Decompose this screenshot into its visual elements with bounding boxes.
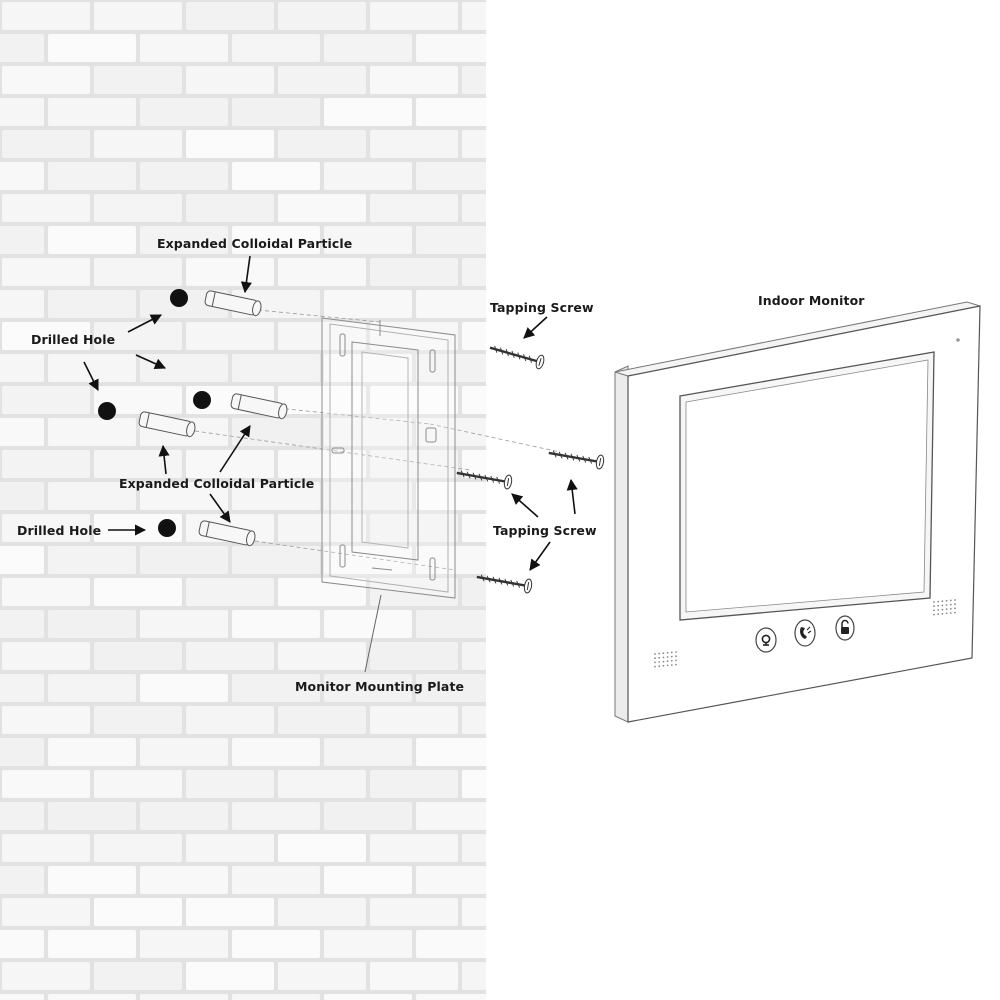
wall-anchor [204, 290, 262, 317]
tapping-screw [489, 345, 545, 370]
indoor-monitor [614, 301, 981, 723]
label-drilled-hole: Drilled Hole [31, 332, 116, 347]
drilled-holes [98, 289, 211, 537]
speaker-grille-right [933, 599, 956, 616]
wall-anchor [198, 520, 256, 547]
wall-anchor [230, 393, 288, 420]
drilled-hole [170, 289, 188, 307]
mounting-plate [321, 317, 456, 599]
tapping-screw [548, 450, 605, 470]
arrow-to-anchor-left [158, 444, 170, 475]
arrow-to-anchor-center [219, 425, 251, 473]
speaker-grille-left [654, 651, 677, 668]
tapping-screw [456, 470, 513, 490]
monitor-screen [685, 359, 929, 613]
leader-arrows [83, 255, 578, 571]
label-monitor-mounting-plate: Monitor Mounting Plate [295, 679, 465, 694]
arrow-to-hole-center [135, 354, 167, 369]
monitor-side [614, 365, 629, 723]
tapping-screws [456, 345, 605, 594]
drilled-hole [98, 402, 116, 420]
alignment-guides [187, 309, 561, 571]
monitor-view-button[interactable] [755, 627, 777, 653]
unlock-icon [841, 619, 849, 634]
drilled-hole [193, 391, 211, 409]
arrow-to-screw-top [523, 316, 548, 339]
label-drilled-hole: Drilled Hole [17, 523, 102, 538]
arrow-to-hole-top [127, 314, 162, 333]
label-expanded-colloidal-particle: Expanded Colloidal Particle [157, 236, 353, 251]
talk-button[interactable] [794, 619, 816, 647]
label-tapping-screw: Tapping Screw [493, 523, 597, 538]
arrow-to-hole-left [83, 361, 99, 392]
brick-wall [0, 0, 486, 1000]
arrow-to-anchor-top [240, 255, 252, 294]
arrow-to-screw-right [566, 478, 578, 515]
wall-anchors [138, 290, 288, 547]
arrow-to-anchor-bottom [209, 493, 231, 523]
wall-anchor [138, 411, 196, 438]
label-tapping-screw: Tapping Screw [490, 300, 594, 315]
plate-leader-line [364, 594, 382, 673]
unlock-button[interactable] [835, 615, 855, 641]
camera-dot [956, 338, 960, 342]
arrow-to-screw-bottom [529, 541, 551, 571]
phone-handset-icon [800, 626, 812, 639]
label-indoor-monitor: Indoor Monitor [758, 293, 865, 308]
label-expanded-colloidal-particle: Expanded Colloidal Particle [119, 476, 315, 491]
monitor-view-icon [761, 634, 771, 646]
drilled-hole [158, 519, 176, 537]
arrow-to-screw-mid [511, 493, 539, 518]
tapping-screw [476, 574, 533, 594]
